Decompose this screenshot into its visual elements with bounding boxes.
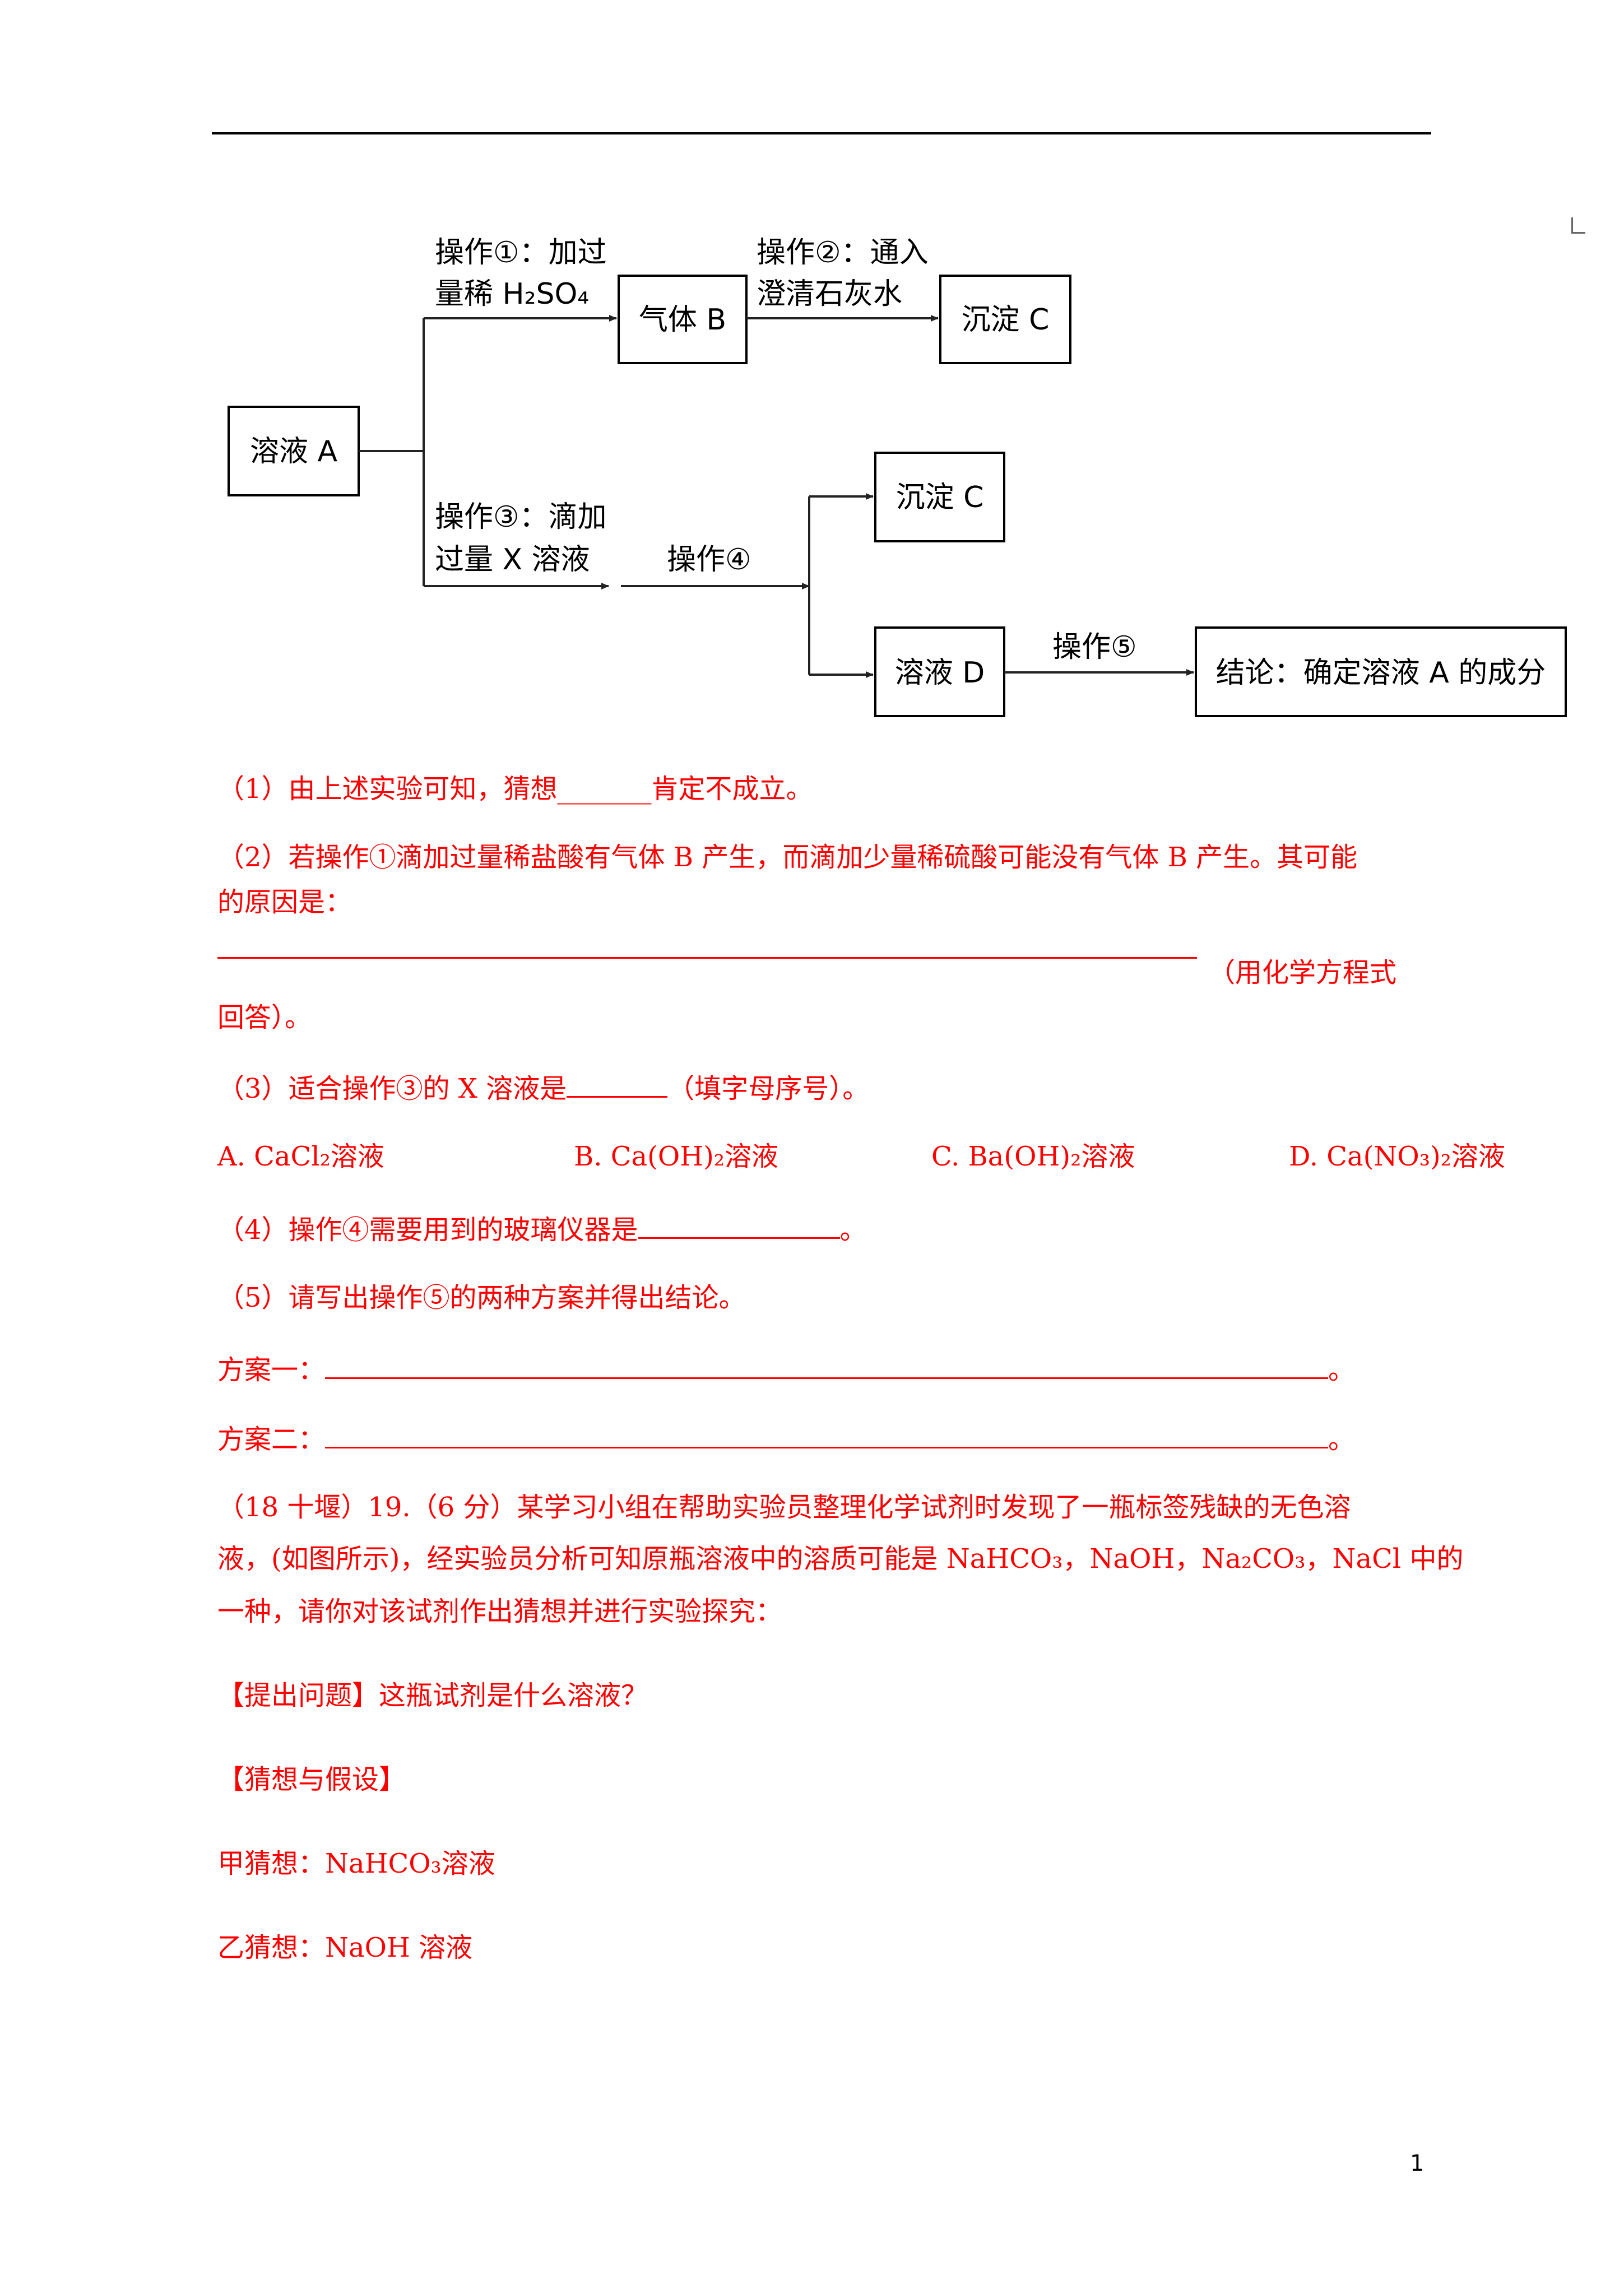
option-d[interactable]: D. Ca(NO₃)₂溶液 bbox=[1289, 1141, 1505, 1172]
guess-b: 乙猜想：NaOH 溶液 bbox=[217, 1932, 473, 1963]
flow-diagram: 溶液 A 气体 B 沉淀 C 沉淀 C 溶液 D 结论：确定溶液 A 的成分 操… bbox=[228, 236, 1567, 717]
label-op4: 操作④ bbox=[667, 543, 751, 577]
label-op3-line1: 操作③：滴加 bbox=[435, 500, 607, 534]
label-conclusion: 结论：确定溶液 A 的成分 bbox=[1216, 656, 1546, 690]
label-precipitate-c-top: 沉淀 C bbox=[962, 303, 1050, 337]
label-solution-a: 溶液 A bbox=[250, 435, 338, 468]
answer-blank-1[interactable]: _______ bbox=[557, 773, 652, 805]
label-op1-line1: 操作①：加过 bbox=[435, 236, 607, 270]
plan-1-blank[interactable] bbox=[325, 1352, 1329, 1379]
label-op1-line2: 量稀 H₂SO₄ bbox=[435, 277, 589, 311]
box-gas-b bbox=[618, 275, 748, 364]
option-a[interactable]: A. CaCl₂溶液 bbox=[217, 1141, 384, 1172]
plan-2: 方案二： 。 bbox=[217, 1421, 1355, 1456]
box-precipitate-c-top bbox=[939, 275, 1071, 364]
question-2-line1: （2）若操作①滴加过量稀盐酸有气体 B 产生，而滴加少量稀硫酸可能没有气体 B … bbox=[217, 842, 1358, 873]
plan-1: 方案一： 。 bbox=[217, 1352, 1355, 1387]
corner-mark bbox=[1571, 217, 1585, 234]
page-number: 1 bbox=[1410, 2151, 1425, 2176]
question-4-text: （4）操作④需要用到的玻璃仪器是 bbox=[217, 1214, 638, 1246]
question-2-line2: 的原因是： bbox=[217, 886, 352, 918]
option-c[interactable]: C. Ba(OH)₂溶液 bbox=[931, 1141, 1135, 1172]
raise-question: 【提出问题】这瓶试剂是什么溶液？ bbox=[217, 1680, 648, 1711]
plan-2-end: 。 bbox=[1328, 1424, 1356, 1455]
plan-2-blank[interactable] bbox=[325, 1421, 1329, 1448]
label-op3-line2: 过量 X 溶液 bbox=[435, 543, 590, 577]
header-rule bbox=[212, 132, 1431, 134]
answer-blank-2[interactable] bbox=[217, 957, 1197, 959]
label-op2-line2: 澄清石灰水 bbox=[757, 277, 902, 311]
answer-blank-3[interactable] bbox=[567, 1070, 668, 1098]
label-precipitate-c-bottom: 沉淀 C bbox=[896, 481, 984, 514]
question-4: （4）操作④需要用到的玻璃仪器是 。 bbox=[217, 1211, 867, 1247]
question-2-line4: 回答）。 bbox=[217, 1002, 312, 1033]
question-4-tail: 。 bbox=[839, 1214, 867, 1246]
label-solution-d: 溶液 D bbox=[895, 656, 985, 690]
question-1: （1）由上述实验可知，猜想_______肯定不成立。 bbox=[217, 772, 813, 806]
box-conclusion bbox=[1195, 626, 1567, 717]
question-19-line1: （18 十堰）19.（6 分）某学习小组在帮助实验员整理化学试剂时发现了一瓶标签… bbox=[217, 1492, 1351, 1523]
question-2-line3-tail: （用化学方程式 bbox=[1208, 957, 1397, 988]
question-3-tail: （填字母序号）。 bbox=[667, 1073, 870, 1104]
answer-blank-4[interactable] bbox=[638, 1211, 840, 1239]
label-gas-b: 气体 B bbox=[639, 303, 726, 337]
question-3: （3）适合操作③的 X 溶液是 （填字母序号）。 bbox=[217, 1070, 869, 1106]
question-3-text: （3）适合操作③的 X 溶液是 bbox=[217, 1073, 567, 1104]
plan-1-label: 方案一： bbox=[217, 1354, 326, 1386]
hypothesis-heading: 【猜想与假设】 bbox=[217, 1764, 406, 1795]
question-19-line3: 一种，请你对该试剂作出猜想并进行实验探究： bbox=[217, 1596, 783, 1627]
box-precipitate-c-bottom bbox=[874, 452, 1005, 542]
option-b[interactable]: B. Ca(OH)₂溶液 bbox=[574, 1141, 779, 1172]
question-1-tail: 肯定不成立。 bbox=[651, 773, 813, 805]
question-19-line2: 液，(如图所示)，经实验员分析可知原瓶溶液中的溶质可能是 NaHCO₃，NaOH… bbox=[217, 1543, 1464, 1575]
label-op5: 操作⑤ bbox=[1052, 630, 1137, 664]
question-1-text: （1）由上述实验可知，猜想 bbox=[217, 773, 558, 805]
label-op2-line1: 操作②：通入 bbox=[757, 236, 929, 270]
plan-2-label: 方案二： bbox=[217, 1424, 326, 1455]
plan-1-end: 。 bbox=[1328, 1354, 1356, 1386]
guess-a: 甲猜想：NaHCO₃溶液 bbox=[217, 1848, 495, 1879]
question-5: （5）请写出操作⑤的两种方案并得出结论。 bbox=[217, 1282, 746, 1313]
